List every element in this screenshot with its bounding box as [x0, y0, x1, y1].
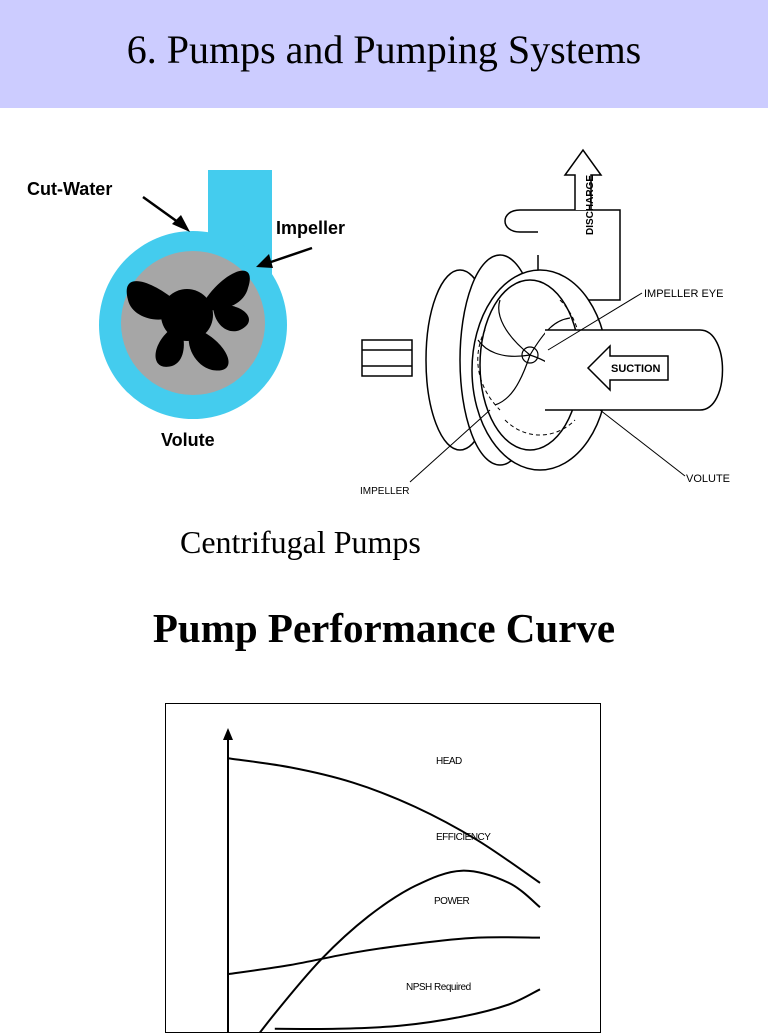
suction-label: SUCTION	[611, 363, 661, 375]
discharge-label: DISCHARGE	[585, 175, 596, 235]
series-line-npsh-required	[274, 988, 541, 1031]
impeller-callout-label: IMPELLER	[360, 486, 409, 497]
impeller-label: Impeller	[276, 218, 345, 238]
title-bar: 6. Pumps and Pumping Systems	[0, 0, 768, 108]
cut-water-label: Cut-Water	[27, 179, 112, 199]
section-title: Pump Performance Curve	[152, 605, 616, 651]
volute-label: Volute	[161, 430, 215, 450]
series-label-npsh-required: NPSH Required	[406, 982, 471, 993]
series-line-power	[227, 936, 541, 976]
series-line-head	[227, 757, 541, 884]
pump-cross-section: Cut-Water Impeller Volute	[27, 170, 345, 450]
pump-performance-chart: HEAD EFFICIENCY POWER NPSH Required	[165, 703, 601, 1033]
performance-curve-plot: HEAD EFFICIENCY POWER NPSH Required	[223, 728, 541, 1032]
impeller-blades	[126, 270, 250, 371]
series-line-efficiency	[259, 869, 541, 1032]
diagram-caption: Centrifugal Pumps	[180, 524, 421, 560]
y-axis-arrow-icon	[223, 728, 233, 740]
page-title: 6. Pumps and Pumping Systems	[126, 27, 642, 72]
label-arrows	[142, 195, 313, 268]
series-label-efficiency: EFFICIENCY	[436, 832, 491, 843]
volute-callout-label: VOLUTE	[686, 473, 730, 485]
series-label-head: HEAD	[436, 756, 462, 767]
impeller-eye-label: IMPELLER EYE	[644, 288, 723, 300]
series-label-power: POWER	[434, 896, 470, 907]
centrifugal-pump-diagrams: Cut-Water Impeller Volute DISCHARGE	[27, 148, 730, 497]
pump-cutaway-drawing: DISCHARGE SUCTION IMPELLER EYE IMP	[360, 148, 730, 497]
